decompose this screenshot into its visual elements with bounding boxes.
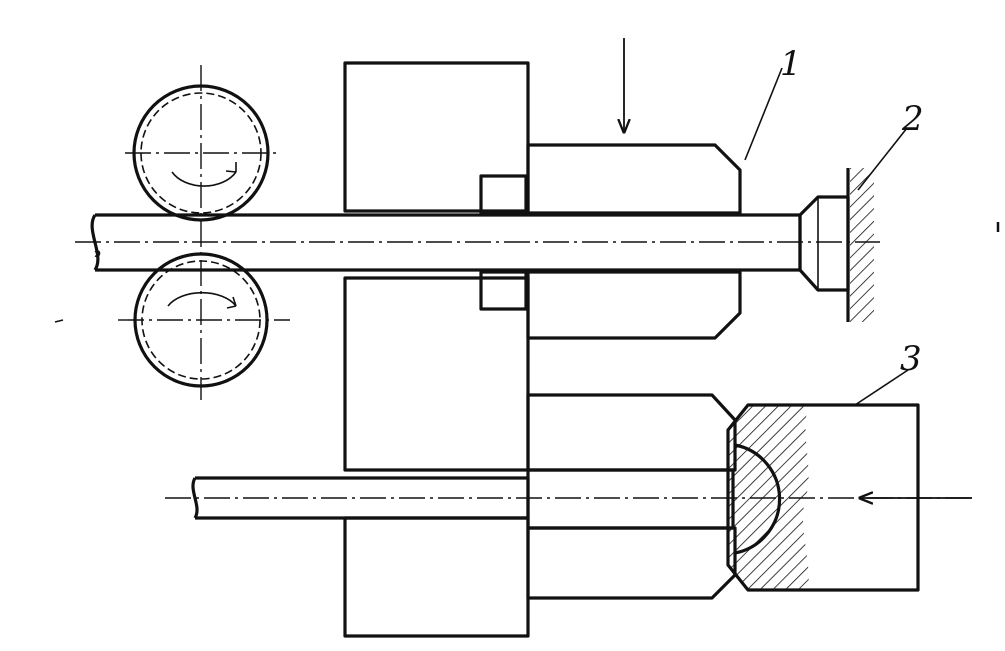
edge-mark-left [54,319,64,323]
leader-line-3 [854,369,909,406]
die-upper [479,143,742,340]
leader-line-2 [857,127,908,191]
label-stop: 2 [901,99,924,139]
label-die: 1 [780,44,802,84]
stop-2 [798,168,874,322]
heading-die [526,393,737,600]
leader-line-1 [744,67,783,161]
label-punch: 3 [900,339,922,379]
cutting-die-block [343,61,530,638]
blank-rod [191,468,735,530]
